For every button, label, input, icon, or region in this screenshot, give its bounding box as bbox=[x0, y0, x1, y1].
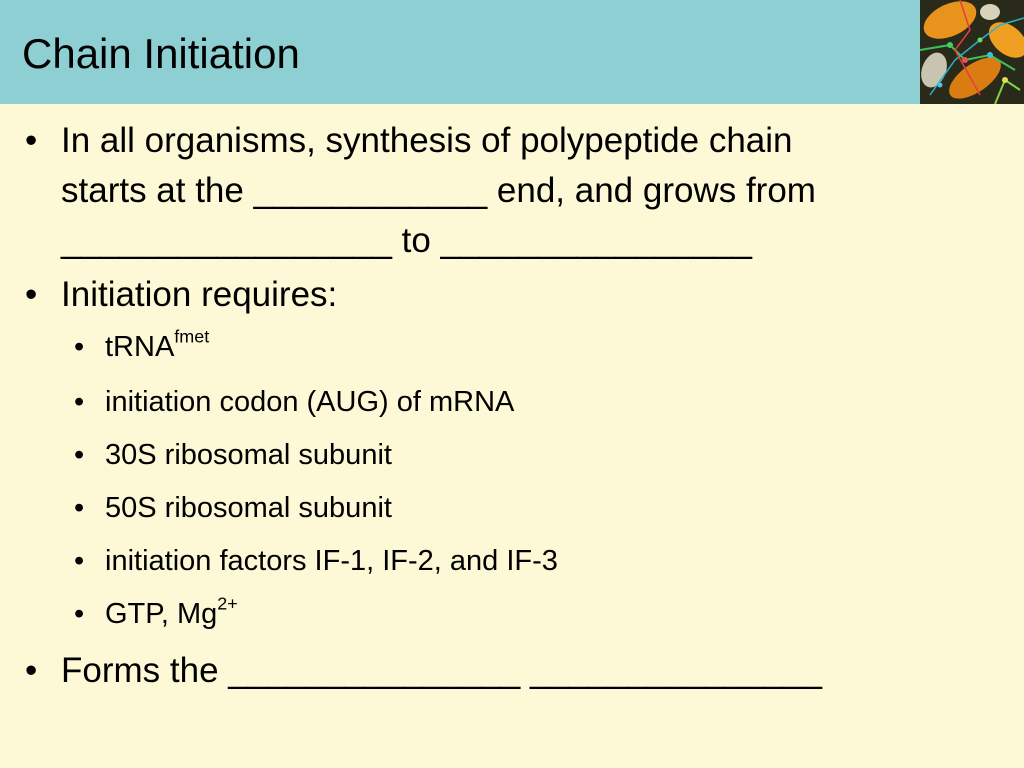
superscript: fmet bbox=[174, 326, 210, 347]
bullet-marker: • bbox=[74, 492, 85, 524]
sub-bullet-text: 50S ribosomal subunit bbox=[105, 492, 392, 524]
sub-bullet-text: initiation factors IF-1, IF-2, and IF-3 bbox=[105, 545, 558, 577]
bullet-text: In all organisms, synthesis of polypepti… bbox=[61, 116, 961, 266]
bullet-marker: • bbox=[74, 439, 85, 471]
title-bar: Chain Initiation bbox=[0, 0, 1024, 104]
sub-bullet-text: initiation codon (AUG) of mRNA bbox=[105, 386, 515, 418]
bullet-text: Initiation requires: bbox=[61, 275, 338, 314]
bullet-line: _________________ to ________________ bbox=[61, 221, 752, 260]
bullet-line: starts at the ____________ end, and grow… bbox=[61, 171, 816, 210]
sub-bullet-text: 30S ribosomal subunit bbox=[105, 439, 392, 471]
superscript: 2+ bbox=[217, 593, 238, 614]
bullet-marker: • bbox=[25, 275, 38, 314]
bullet-line: In all organisms, synthesis of polypepti… bbox=[61, 121, 793, 160]
bullet-marker: • bbox=[74, 331, 85, 363]
slide-title: Chain Initiation bbox=[22, 30, 300, 77]
bullet-marker: • bbox=[74, 386, 85, 418]
bullet-marker: • bbox=[25, 121, 38, 160]
sub-bullet-text: GTP, Mg2+ bbox=[105, 593, 238, 630]
molecular-structure-image bbox=[920, 0, 1024, 104]
bullet-marker: • bbox=[74, 598, 85, 630]
bullet-marker: • bbox=[25, 651, 38, 690]
bullet-marker: • bbox=[74, 545, 85, 577]
sub-bullet-text: tRNAfmet bbox=[105, 326, 210, 363]
bullet-text: Forms the _______________ ______________… bbox=[61, 651, 822, 690]
